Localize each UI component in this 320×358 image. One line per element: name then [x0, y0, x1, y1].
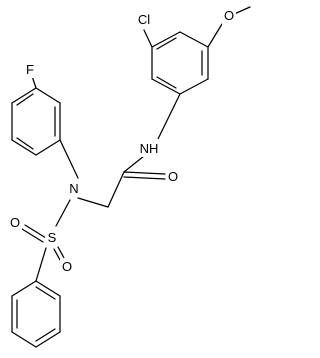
atom-o-sulfonyl-left: O — [8, 214, 22, 231]
chloromethoxyphenyl-ring — [151, 31, 209, 95]
atom-cl: Cl — [134, 10, 154, 28]
atom-s: S — [45, 228, 59, 246]
atom-f: F — [23, 61, 37, 78]
sulfonyl-oxygens — [21, 224, 65, 261]
structure-canvas: Cl O F NH O N S O O — [8, 6, 251, 348]
aryl-nh-bond — [157, 93, 181, 140]
atom-label-cl: Cl — [138, 12, 150, 27]
atom-label-s: S — [48, 230, 57, 245]
phenyl-ring — [11, 280, 61, 348]
atom-o-sulfonyl-bottom: O — [60, 258, 74, 275]
amide-group — [107, 155, 166, 208]
s-aryl-bond — [35, 247, 47, 282]
atom-label-nh: NH — [140, 141, 159, 156]
chloro-bond — [143, 29, 153, 48]
atom-label-n: N — [69, 181, 78, 196]
fluorophenyl-ring — [11, 87, 61, 156]
atom-n: N — [67, 179, 81, 197]
atom-label-o-sulfonyl-2: O — [62, 259, 72, 274]
atom-nh: NH — [137, 139, 161, 157]
molecule-drawing: Cl O F NH O N S O O — [8, 6, 251, 348]
atom-o-carbonyl: O — [166, 167, 180, 184]
atom-label-o-sulfonyl-1: O — [10, 215, 20, 230]
n-s-bond — [55, 199, 71, 227]
methylene-n-bond — [77, 197, 109, 208]
atom-label-o-carbonyl: O — [168, 169, 178, 184]
atom-label-f: F — [26, 62, 34, 77]
aryl-n-bond — [59, 139, 79, 179]
atom-label-o-methoxy: O — [224, 8, 234, 23]
atom-o-methoxy: O — [222, 8, 236, 25]
